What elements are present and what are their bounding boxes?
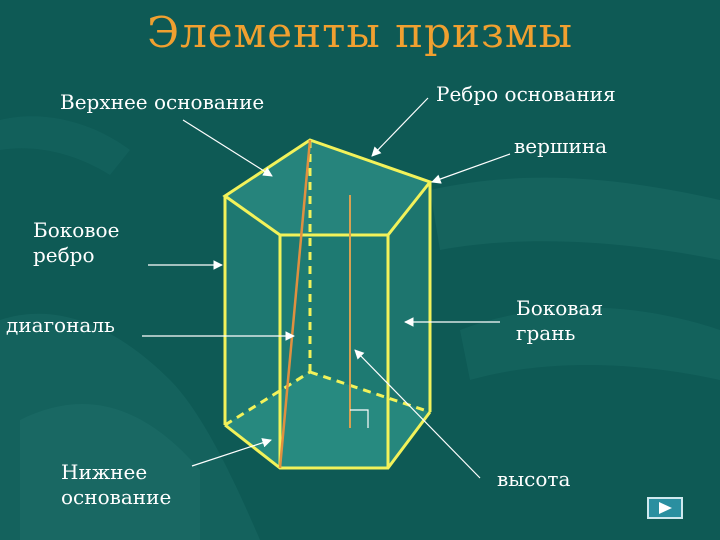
arrow-top-base [182,119,273,177]
page-title: Элементы призмы [146,8,574,57]
label-lateral-edge: Боковое ребро [33,218,120,267]
label-top-base: Верхнее основание [60,90,265,114]
hidden-base-edge-left [224,370,311,427]
label-base-edge: Ребро основания [436,82,616,106]
play-triangle-icon [659,502,672,514]
right-angle-mark [350,409,369,428]
top-base-outline [222,138,433,237]
hidden-base-edge-right [309,370,431,414]
arrow-vertex [431,153,511,184]
arrow-bottom-base [191,438,272,467]
arrow-height [354,349,481,479]
label-lateral-face: Боковая грань [516,296,604,345]
next-slide-button[interactable] [647,497,683,519]
diagonal-line [278,139,312,469]
arrow-base-edge [371,97,429,157]
label-bottom-base: Нижнее основание [61,460,172,509]
label-diagonal: диагональ [6,313,115,337]
label-height: высота [497,467,571,491]
label-vertex: вершина [514,134,608,158]
